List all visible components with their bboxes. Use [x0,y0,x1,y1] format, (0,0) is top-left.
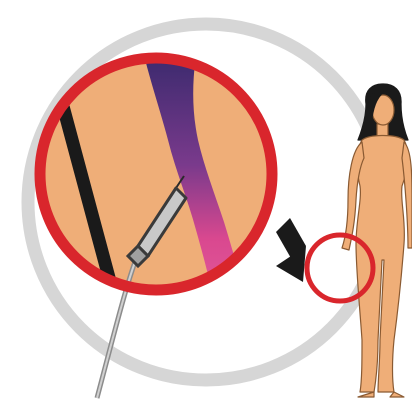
female-figure-icon [342,84,412,397]
